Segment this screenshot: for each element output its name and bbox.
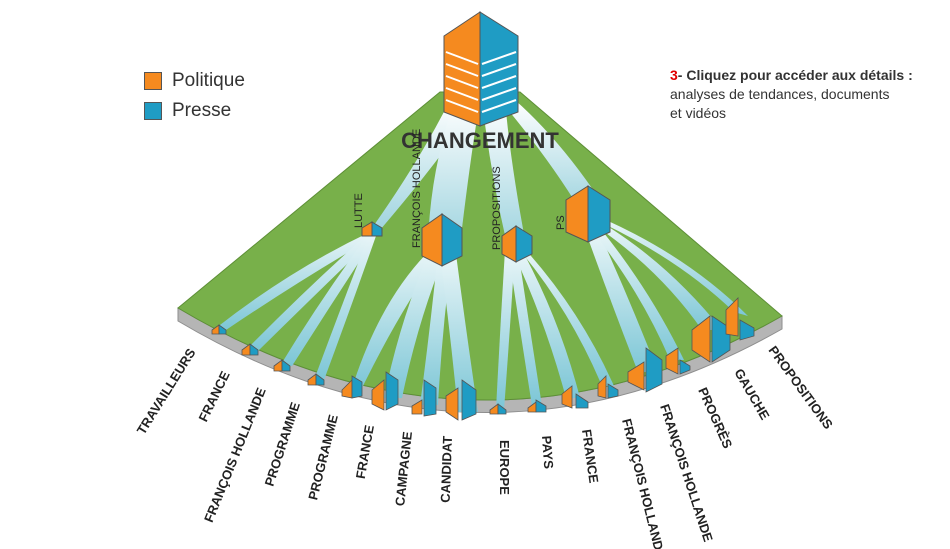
bottom-towers — [211, 297, 755, 421]
instructions-line: et vidéos — [670, 105, 727, 121]
flow-cone — [420, 252, 452, 405]
flow-cone — [500, 100, 600, 210]
flow-cone — [596, 224, 722, 330]
topic-label-ps[interactable]: PS — [555, 215, 567, 230]
mid-tower-icon[interactable] — [421, 213, 463, 267]
flow-cone — [496, 250, 515, 410]
flow-cone — [512, 250, 580, 398]
step-number: 3 — [670, 67, 678, 83]
topic-label-propositions[interactable]: PROPOSITIONS — [491, 166, 503, 250]
bottom-tower-icon[interactable] — [665, 347, 691, 375]
bottom-tower-icon[interactable] — [445, 379, 477, 421]
mid-labels: LUTTE FRANÇOIS HOLLANDE PROPOSITIONS PS — [353, 129, 567, 250]
root-tower-icon[interactable] — [443, 11, 519, 127]
instructions: 3- Cliquez pour accéder aux détails : an… — [670, 66, 940, 123]
bottom-tower-icon[interactable] — [725, 297, 755, 341]
mid-tower-icon[interactable] — [501, 225, 533, 263]
flow-cone — [246, 232, 376, 351]
topic-label[interactable]: PROGRÈS — [695, 385, 735, 451]
root-label[interactable]: CHANGEMENT — [401, 128, 559, 153]
legend-item-presse[interactable]: Presse — [144, 96, 245, 126]
bottom-tower-icon[interactable] — [341, 375, 363, 399]
flow-cone — [216, 232, 376, 330]
topic-label[interactable]: GAUCHE — [731, 366, 772, 423]
flow-cone — [518, 248, 614, 386]
flow-cone — [440, 254, 478, 412]
bottom-tower-icon[interactable] — [241, 343, 259, 356]
topic-label[interactable]: CANDIDAT — [438, 436, 455, 503]
instructions-line: analyses de tendances, documents — [670, 86, 890, 102]
bottom-tower-icon[interactable] — [307, 373, 325, 386]
bottom-tower-icon[interactable] — [527, 399, 547, 413]
bottom-tower-icon[interactable] — [627, 347, 663, 393]
instructions-heading: - Cliquez pour accéder aux détails : — [677, 67, 913, 83]
topic-label[interactable]: PROGRAMME — [262, 400, 303, 488]
presse-swatch-icon — [144, 102, 162, 120]
flow-cone — [590, 228, 684, 360]
flow-cone — [384, 250, 446, 398]
mid-tower-icon[interactable] — [565, 185, 611, 243]
bottom-tower-icon[interactable] — [489, 403, 507, 415]
topic-label[interactable]: PROGRAMME — [305, 413, 341, 502]
bottom-tower-icon[interactable] — [561, 385, 589, 409]
topic-label[interactable]: FRANÇOIS HOLLANDE — [619, 417, 668, 549]
mid-tower-icon[interactable] — [361, 221, 383, 237]
bottom-tower-icon[interactable] — [371, 371, 399, 411]
bottom-tower-icon[interactable] — [211, 324, 227, 335]
flow-cone — [508, 250, 542, 406]
flow-cone — [428, 100, 480, 245]
legend-label: Politique — [172, 70, 245, 91]
topic-label[interactable]: FRANÇOIS HOLLANDE — [657, 402, 716, 544]
topic-label[interactable]: CAMPAGNE — [392, 430, 415, 506]
politique-swatch-icon — [144, 72, 162, 90]
legend: Politique Presse — [144, 66, 245, 126]
bottom-tower-icon[interactable] — [273, 359, 291, 372]
bottom-tower-icon[interactable] — [411, 379, 437, 417]
topic-label[interactable]: TRAVAILLEURS — [134, 345, 199, 437]
topic-label[interactable]: FRANCE — [195, 368, 232, 424]
topic-label-francois-hollande[interactable]: FRANÇOIS HOLLANDE — [411, 129, 423, 248]
topic-label-lutte[interactable]: LUTTE — [353, 193, 365, 228]
bottom-tower-icon[interactable] — [691, 315, 731, 363]
topic-label[interactable]: FRANCE — [579, 428, 601, 484]
legend-label: Presse — [172, 100, 232, 121]
flow-cone — [585, 230, 658, 372]
topic-label[interactable]: PROPOSITIONS — [766, 343, 836, 432]
topic-label[interactable]: PAYS — [539, 435, 556, 470]
topic-label[interactable]: FRANCE — [353, 424, 377, 480]
topic-label[interactable]: EUROPE — [497, 440, 512, 495]
bottom-tower-icon[interactable] — [597, 375, 619, 399]
flow-cone — [280, 232, 376, 366]
flow-cone — [482, 100, 526, 245]
legend-item-politique[interactable]: Politique — [144, 66, 245, 96]
flow-cone — [314, 232, 376, 380]
